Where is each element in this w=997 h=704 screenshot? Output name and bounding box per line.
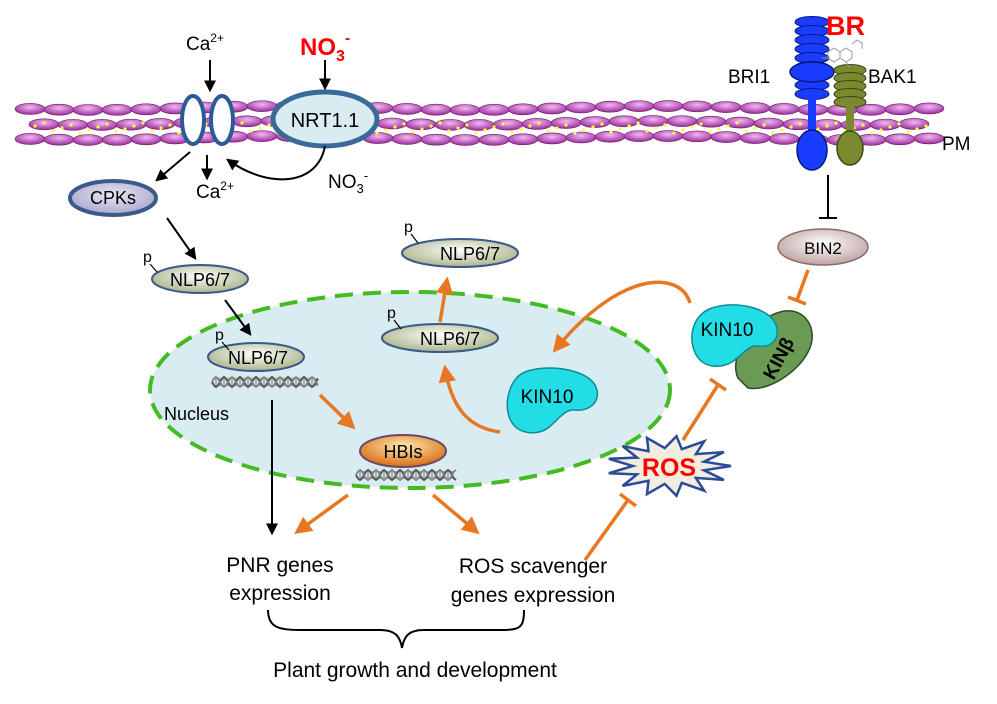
svg-text:p: p [215, 327, 224, 344]
br-molecule-icon [822, 39, 863, 69]
no3-bottom-label: NO3- [328, 168, 368, 196]
calcium-channel [180, 94, 235, 146]
pnr-line2: expression [229, 582, 331, 605]
svg-text:NLP6/7: NLP6/7 [170, 270, 230, 290]
svg-text:NLP6/7: NLP6/7 [440, 244, 500, 264]
ca-top-label: Ca2+ [186, 31, 224, 55]
bin2-node: BIN2 [777, 228, 869, 266]
svg-text:NLP6/7: NLP6/7 [420, 329, 480, 349]
brace [267, 609, 525, 649]
black-arrows [155, 60, 331, 536]
nucleus [148, 290, 672, 490]
no3-top-label: NO3- [300, 30, 350, 65]
pm-label: PM [942, 134, 971, 155]
bri1-receptor [789, 16, 835, 171]
bak1-label: BAK1 [868, 67, 917, 88]
kin10-nucleus: KIN10 [506, 367, 599, 434]
ros-burst: ROS [608, 433, 732, 499]
plant-growth-label: Plant growth and development [273, 659, 557, 682]
svg-text:p: p [387, 305, 396, 322]
nrt-label: NRT1.1 [291, 110, 360, 132]
svg-text:CPKs: CPKs [90, 188, 136, 208]
orange-arrows [294, 269, 810, 562]
br-label: BR [826, 11, 865, 41]
svg-text:KIN10: KIN10 [701, 320, 754, 341]
bri1-label: BRI1 [728, 67, 770, 88]
ca-bottom-label: Ca2+ [196, 179, 234, 203]
svg-text:HBIs: HBIs [383, 442, 422, 462]
cpks-node: CPKs [68, 179, 158, 217]
svg-text:NLP6/7: NLP6/7 [228, 348, 288, 368]
svg-text:ROS: ROS [642, 454, 696, 482]
kin10-cyto: KIN10 [691, 304, 778, 367]
nlp-node-nucleus-free: NLP6/7 p [381, 305, 499, 353]
nucleus-label: Nucleus [164, 404, 229, 424]
svg-text:p: p [404, 219, 413, 236]
hbis-node: HBIs [359, 434, 447, 468]
svg-text:BIN2: BIN2 [804, 239, 842, 258]
svg-text:KIN10: KIN10 [521, 387, 574, 408]
pnr-line1: PNR genes [226, 554, 333, 577]
bri1-bin2-inhibition [819, 175, 837, 219]
ros-scav-line1: ROS scavenger [459, 555, 607, 578]
bak1-receptor [833, 64, 867, 166]
nlp-node-cyto-1: NLP6/7 p [143, 249, 249, 294]
dna-helix-hbis [355, 468, 457, 482]
dna-helix-nlp [211, 375, 319, 389]
nlp-node-nucleus-bound: NLP6/7 p [207, 327, 305, 372]
nrt-transporter: NRT1.1 [270, 89, 380, 149]
svg-text:p: p [143, 249, 152, 266]
nlp-node-cyto-2: NLP6/7 p [401, 219, 519, 268]
plasma-membrane [14, 100, 945, 146]
ros-scav-line2: genes expression [451, 584, 616, 607]
